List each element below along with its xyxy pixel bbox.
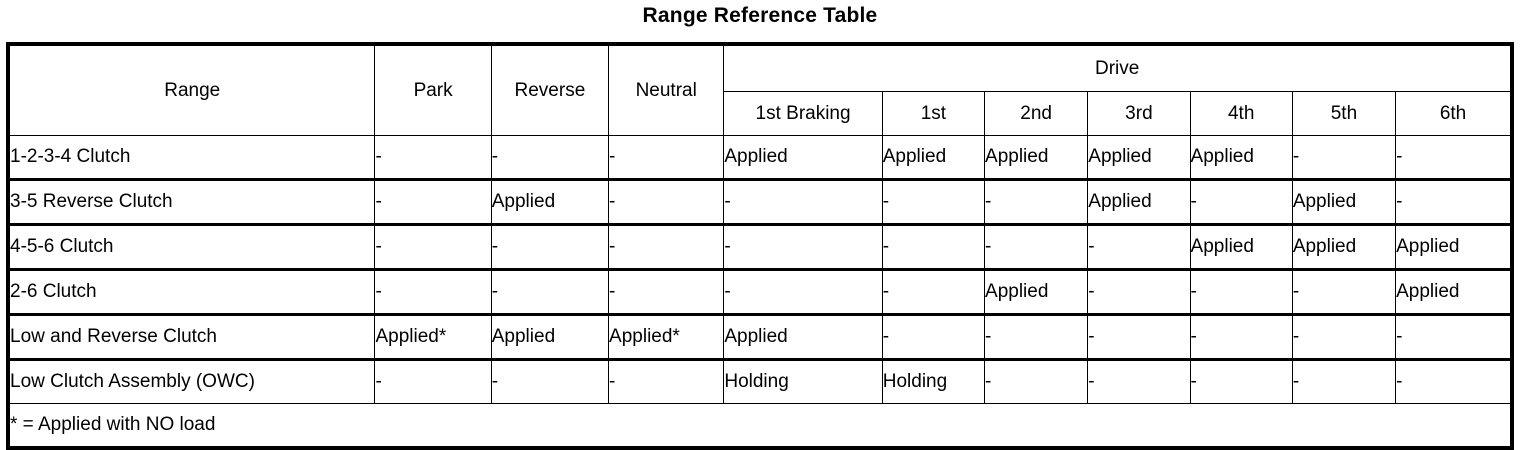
- table-head: Range Park Reverse Neutral Drive 1st Bra…: [7, 43, 1513, 136]
- cell-6th: Applied: [1395, 223, 1513, 270]
- cell-reverse: -: [490, 223, 610, 270]
- footnote-row: * = Applied with NO load: [7, 403, 1513, 449]
- column-group-header-drive: Drive: [723, 43, 1513, 92]
- cell-neutral: -: [608, 223, 725, 270]
- cell-2nd: -: [984, 178, 1089, 225]
- cell-6th: -: [1395, 313, 1513, 360]
- table-footnote: * = Applied with NO load: [7, 403, 1513, 449]
- cell-5th: Applied: [1291, 178, 1397, 225]
- cell-1st-braking: Applied: [723, 135, 883, 180]
- cell-5th: -: [1291, 358, 1397, 404]
- cell-park: Applied*: [374, 313, 492, 360]
- cell-1st-braking: -: [723, 223, 883, 270]
- cell-4th: Applied: [1189, 223, 1293, 270]
- cell-1st: -: [881, 223, 986, 270]
- cell-3rd: -: [1087, 268, 1191, 315]
- cell-neutral: -: [608, 268, 725, 315]
- cell-4th: -: [1189, 358, 1293, 404]
- cell-reverse: -: [490, 268, 610, 315]
- cell-1st: Holding: [881, 358, 986, 404]
- cell-reverse: Applied: [490, 178, 610, 225]
- column-header-4th: 4th: [1189, 91, 1293, 136]
- cell-5th: -: [1291, 135, 1397, 180]
- cell-park: -: [374, 358, 492, 404]
- cell-6th: -: [1395, 178, 1513, 225]
- cell-4th: -: [1189, 268, 1293, 315]
- cell-park: -: [374, 268, 492, 315]
- table-row: 4-5-6 Clutch - - - - - - - Applied Appli…: [7, 223, 1513, 270]
- row-label: 4-5-6 Clutch: [7, 223, 376, 270]
- column-header-1st: 1st: [881, 91, 986, 136]
- column-header-range: Range: [7, 43, 376, 136]
- cell-5th: Applied: [1291, 223, 1397, 270]
- header-row-drive-subcolumns: 1st Braking 1st 2nd 3rd 4th 5th 6th: [8, 91, 1513, 136]
- column-header-2nd: 2nd: [984, 91, 1089, 136]
- table-body: 1-2-3-4 Clutch - - - Applied Applied App…: [7, 135, 1513, 449]
- cell-1st: -: [881, 313, 986, 360]
- cell-neutral: -: [608, 135, 725, 180]
- cell-1st-braking: -: [723, 178, 883, 225]
- range-reference-table: Range Park Reverse Neutral Drive 1st Bra…: [6, 42, 1514, 450]
- cell-neutral: Applied*: [608, 313, 725, 360]
- cell-reverse: -: [490, 135, 610, 180]
- column-header-1st-braking: 1st Braking: [723, 91, 883, 136]
- row-label: 2-6 Clutch: [7, 268, 376, 315]
- page-root: Range Reference Table Range Park Reverse…: [6, 4, 1514, 450]
- row-label: Low Clutch Assembly (OWC): [7, 358, 376, 404]
- cell-neutral: -: [608, 178, 725, 225]
- cell-4th: -: [1189, 313, 1293, 360]
- column-header-reverse: Reverse: [490, 43, 610, 136]
- cell-neutral: -: [608, 358, 725, 404]
- cell-4th: -: [1189, 178, 1293, 225]
- cell-1st-braking: Applied: [723, 313, 883, 360]
- column-header-5th: 5th: [1291, 91, 1397, 136]
- cell-6th: Applied: [1395, 268, 1513, 315]
- range-reference-table-container: Range Park Reverse Neutral Drive 1st Bra…: [6, 42, 1514, 450]
- cell-3rd: -: [1087, 358, 1191, 404]
- cell-2nd: Applied: [984, 268, 1089, 315]
- cell-6th: -: [1395, 358, 1513, 404]
- table-row: Low and Reverse Clutch Applied* Applied …: [7, 313, 1513, 360]
- cell-2nd: Applied: [984, 135, 1089, 180]
- page-title: Range Reference Table: [642, 4, 878, 27]
- cell-3rd: Applied: [1087, 178, 1191, 225]
- table-row: Low Clutch Assembly (OWC) - - - Holding …: [7, 358, 1513, 404]
- cell-1st-braking: Holding: [723, 358, 883, 404]
- cell-2nd: -: [984, 223, 1089, 270]
- cell-3rd: -: [1087, 313, 1191, 360]
- table-row: 1-2-3-4 Clutch - - - Applied Applied App…: [7, 135, 1513, 180]
- cell-1st-braking: -: [723, 268, 883, 315]
- cell-park: -: [374, 223, 492, 270]
- cell-2nd: -: [984, 358, 1089, 404]
- column-header-neutral: Neutral: [608, 43, 725, 136]
- cell-1st: -: [881, 268, 986, 315]
- cell-6th: -: [1395, 135, 1513, 180]
- table-row: 3-5 Reverse Clutch - Applied - - - - App…: [7, 178, 1513, 225]
- column-header-6th: 6th: [1395, 91, 1513, 136]
- cell-3rd: -: [1087, 223, 1191, 270]
- row-label: 1-2-3-4 Clutch: [7, 135, 376, 180]
- table-row: 2-6 Clutch - - - - - Applied - - - Appli…: [7, 268, 1513, 315]
- column-header-3rd: 3rd: [1087, 91, 1191, 136]
- row-label: Low and Reverse Clutch: [7, 313, 376, 360]
- cell-reverse: -: [490, 358, 610, 404]
- cell-1st: -: [881, 178, 986, 225]
- cell-2nd: -: [984, 313, 1089, 360]
- cell-park: -: [374, 178, 492, 225]
- cell-4th: Applied: [1189, 135, 1293, 180]
- column-header-park: Park: [374, 43, 492, 136]
- cell-reverse: Applied: [490, 313, 610, 360]
- cell-1st: Applied: [881, 135, 986, 180]
- cell-5th: -: [1291, 313, 1397, 360]
- cell-3rd: Applied: [1087, 135, 1191, 180]
- cell-park: -: [374, 135, 492, 180]
- header-row-group: Range Park Reverse Neutral Drive: [7, 43, 1513, 136]
- cell-5th: -: [1291, 268, 1397, 315]
- row-label: 3-5 Reverse Clutch: [7, 178, 376, 225]
